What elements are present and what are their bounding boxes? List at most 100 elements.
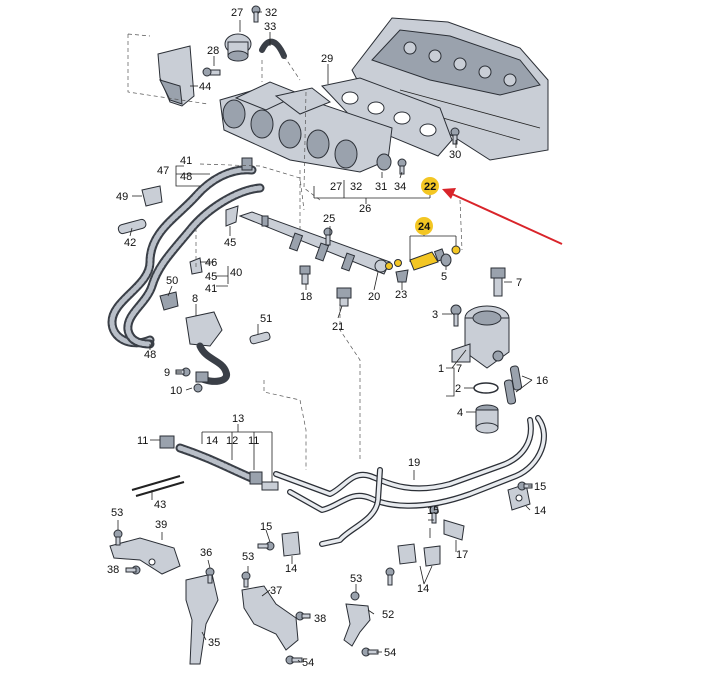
label-8: 8 <box>192 293 198 305</box>
highlight-arrow <box>442 188 563 245</box>
label-48-top: 48 <box>180 171 192 183</box>
bolt-36 <box>205 567 215 584</box>
bolt-15-midlow <box>385 567 395 586</box>
label-4: 4 <box>457 407 463 419</box>
sensor-18 <box>299 265 311 285</box>
clip-23 <box>395 269 409 283</box>
bolt-38-left <box>125 565 141 575</box>
label-32-top: 32 <box>265 7 277 19</box>
vacuum-valve <box>224 33 252 62</box>
bolt-53-right <box>350 591 360 601</box>
fitting-16 <box>503 365 523 405</box>
label-37: 37 <box>270 585 282 597</box>
fuel-rail <box>238 211 391 275</box>
bolt-53-mid <box>241 571 251 588</box>
label-12: 12 <box>226 435 238 447</box>
label-45-top: 45 <box>224 237 236 249</box>
label-32-mid: 32 <box>350 181 362 193</box>
clamp-14-left <box>281 531 301 557</box>
label-7-bottom: 7 <box>456 363 462 375</box>
sensor-7 <box>490 267 506 297</box>
badge-22 <box>421 177 439 195</box>
part-51 <box>249 331 271 345</box>
sensor-21 <box>336 287 352 307</box>
valve-8 <box>185 311 230 385</box>
badge-24 <box>415 217 433 235</box>
bracket-35 <box>185 573 219 665</box>
label-7-top: 7 <box>516 277 522 289</box>
bolt-54-left <box>285 655 303 665</box>
label-42: 42 <box>124 237 136 249</box>
high-pressure-pump <box>451 305 510 369</box>
pipe-42 <box>117 218 147 235</box>
injector-assembly <box>385 245 461 271</box>
label-24: 24 <box>418 221 431 233</box>
label-9: 9 <box>164 367 170 379</box>
label-50: 50 <box>166 275 178 287</box>
screw-30 <box>450 127 460 145</box>
label-20: 20 <box>368 291 380 303</box>
bolt-3 <box>450 304 462 327</box>
label-3: 3 <box>432 309 438 321</box>
hose-33 <box>259 38 287 59</box>
label-30: 30 <box>449 149 461 161</box>
label-46: 46 <box>205 257 217 269</box>
bracket-52 <box>343 603 371 647</box>
label-14-right: 14 <box>534 505 546 517</box>
label-31: 31 <box>375 181 387 193</box>
bolt-32 <box>251 5 261 23</box>
label-54-left: 54 <box>302 657 314 669</box>
screw-34 <box>397 158 407 175</box>
label-10: 10 <box>170 385 182 397</box>
label-19: 19 <box>408 457 420 469</box>
bracket-37 <box>241 585 299 651</box>
label-16: 16 <box>536 375 548 387</box>
label-39: 39 <box>155 519 167 531</box>
label-26: 26 <box>359 203 371 215</box>
label-38-right: 38 <box>314 613 326 625</box>
label-22: 22 <box>424 181 436 193</box>
label-47: 47 <box>157 165 169 177</box>
label-38-left: 38 <box>107 564 119 576</box>
label-41-top: 41 <box>180 155 192 167</box>
cylinder-head <box>351 17 549 161</box>
label-14-mid: 14 <box>417 583 429 595</box>
label-51: 51 <box>260 313 272 325</box>
label-53-mid: 53 <box>242 551 254 563</box>
label-28: 28 <box>207 45 219 57</box>
label-44: 44 <box>199 81 211 93</box>
label-13: 13 <box>232 413 244 425</box>
clip-17 <box>443 519 465 541</box>
seal-31 <box>376 153 392 171</box>
label-45-bottom: 45 <box>205 271 217 283</box>
label-14-left: 14 <box>285 563 297 575</box>
label-15-left: 15 <box>260 521 272 533</box>
bolt-15-left <box>257 541 275 551</box>
tie-43 <box>131 475 185 497</box>
bolt-54-right <box>361 647 379 657</box>
label-15-right: 15 <box>534 481 546 493</box>
clamp-49 <box>141 185 163 207</box>
screw-10 <box>193 383 203 393</box>
clamp-45 <box>225 205 239 227</box>
bolt-15-mid <box>429 505 439 524</box>
label-53-left: 53 <box>111 507 123 519</box>
label-29: 29 <box>321 53 333 65</box>
bracket-39 <box>109 537 181 575</box>
label-52: 52 <box>382 609 394 621</box>
label-53-right: 53 <box>350 573 362 585</box>
label-36: 36 <box>200 547 212 559</box>
clamp-41 <box>241 157 253 171</box>
label-43: 43 <box>154 499 166 511</box>
label-23: 23 <box>395 289 407 301</box>
label-2: 2 <box>455 383 461 395</box>
tappet-4 <box>475 404 499 434</box>
bolt-28 <box>202 67 221 77</box>
connector-13 <box>261 481 279 491</box>
label-34: 34 <box>394 181 406 193</box>
bracket-44 <box>157 45 195 107</box>
label-14-top: 14 <box>206 435 218 447</box>
clamp-11-right <box>249 471 263 485</box>
